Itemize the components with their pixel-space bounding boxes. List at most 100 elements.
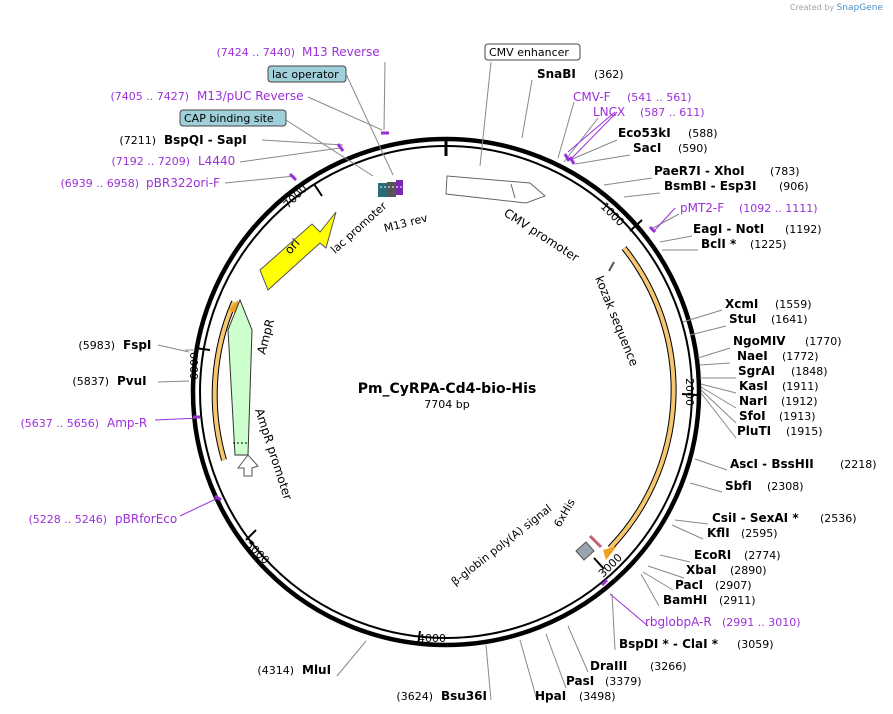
ngomiv-pos: (1770) [805,335,842,348]
bp-ticks [194,183,698,646]
mlui-name: MluI [302,663,331,677]
pbr322ori-name: pBR322ori-F [146,176,220,190]
kfli-pos: (2595) [741,527,778,540]
m13-rev-block [396,180,403,195]
saci-pos: (590) [678,142,708,155]
bspdi-clai-name: BspDI * - ClaI * [619,637,719,651]
saci-name: SacI [633,141,661,155]
cmv-promoter-label: CMV promoter [501,206,581,265]
pbrforeco-name: pBRforEco [115,512,177,526]
mlui-pos: (4314) [257,664,294,677]
tick-6000: 6000 [188,352,201,380]
tick-1000: 1000 [598,200,627,229]
m13-rev-label: M13 rev [383,211,430,235]
ampr-arrow [227,298,253,456]
ecori-name: EcoRI [694,548,731,562]
nari-name: NarI [739,394,768,408]
fspi-pos: (5983) [78,339,115,352]
rbglobpa-r-name: rbglobpA-R [645,615,712,629]
amp-r-name: Amp-R [107,416,147,430]
plasmid-name: Pm_CyRPA-Cd4-bio-His [358,381,537,397]
xcmi-pos: (1559) [775,298,812,311]
asci-bsshii-pos: (2218) [840,458,877,471]
m13-reverse-name: M13 Reverse [302,45,380,59]
kasi-name: KasI [739,379,768,393]
cmv-promoter-arrow [445,175,546,204]
cmv-enhancer-box [484,43,581,61]
left-label-group: (7424 .. 7440) M13 Reverse (7405 .. 7427… [20,45,487,703]
hpai-name: HpaI [535,689,566,703]
sbfi-name: SbfI [725,479,752,493]
cmv-promoter-divider [510,183,516,199]
right-label-group: SnaBI (362) CMV-F (541 .. 561) LNCX (587… [535,67,877,703]
cmv-f-range: (541 .. 561) [627,91,692,104]
l4440-name: L4440 [198,154,235,168]
paer7i-xhoi-name: PaeR7I - XhoI [654,164,745,178]
xcmi-name: XcmI [725,297,758,311]
pmt2-f-range: (1092 .. 1111) [739,202,818,215]
snabi-pos: (362) [594,68,624,81]
m13-reverse-range: (7424 .. 7440) [216,46,295,59]
boxed-label-group: CMV enhancer lac operator CAP binding si… [179,43,581,127]
sfoi-pos: (1913) [779,410,816,423]
kozak-label: kozak sequence [592,274,641,368]
asci-bsshii-name: AscI - BssHII [730,457,814,471]
naei-name: NaeI [737,349,768,363]
snabi-name: SnaBI [537,67,576,81]
paci-name: PacI [675,578,703,592]
xbai-name: XbaI [686,563,716,577]
eco53ki-name: Eco53kI [618,126,671,140]
tick-7000: 7000 [281,182,310,211]
kasi-pos: (1911) [782,380,819,393]
lac-operator-block [378,183,387,197]
brand-name: SnapGene [836,3,883,13]
pasi-name: PasI [566,674,594,688]
cmv-f-name: CMV-F [573,90,611,104]
bsmbi-esp3i-name: BsmBI - Esp3I [664,179,756,193]
sgrai-pos: (1848) [791,365,828,378]
pbr322ori-range: (6939 .. 6958) [60,177,139,190]
fspi-name: FspI [123,338,151,352]
cap-binding-label: CAP binding site [184,112,274,125]
tick-2000: 2000 [683,378,696,406]
bsmbi-esp3i-pos: (906) [779,180,809,193]
eagi-noti-name: EagI - NotI [693,222,764,236]
pvui-name: PvuI [117,374,147,388]
lncx-range: (587 .. 611) [640,106,705,119]
kfli-name: KflI [707,526,730,540]
bspqi-sapi-name: BspQI - SapI [164,133,247,147]
sfoi-name: SfoI [739,409,766,423]
ampr-promoter-arrow [236,454,259,477]
ori-arrow [259,211,337,291]
bsu36i-pos: (3624) [396,690,433,703]
lac-operator-label: lac operator [272,68,339,81]
amp-r-range: (5637 .. 5656) [20,417,99,430]
m13-puc-reverse-name: M13/pUC Reverse [197,89,304,103]
eagi-noti-pos: (1192) [785,223,822,236]
stui-pos: (1641) [771,313,808,326]
lncx-name: LNCX [593,105,625,119]
sgrai-name: SgrAI [738,364,775,378]
lac-promoter-block [387,182,396,197]
pvui-pos: (5837) [72,375,109,388]
csii-sexai-name: CsiI - SexAI * [712,511,799,525]
pasi-pos: (3379) [605,675,642,688]
orf-arc-right-head [603,546,617,560]
paci-pos: (2907) [715,579,752,592]
bcli-name: BclI * [701,237,737,251]
sbfi-pos: (2308) [767,480,804,493]
tick-4000: 4000 [418,632,446,645]
bspdi-clai-pos: (3059) [737,638,774,651]
eco53ki-pos: (588) [688,127,718,140]
ampr-label: AmpR [254,318,277,356]
draiii-name: DraIII [590,659,627,673]
bsu36i-name: Bsu36I [441,689,487,703]
orf-arc-right [608,246,676,550]
pmt2-f-name: pMT2-F [680,201,724,215]
ampr-promoter-label: AmpR promoter [252,407,295,502]
bamhi-name: BamHI [663,593,707,607]
plasmid-length: 7704 bp [424,398,469,411]
draiii-pos: (3266) [650,660,687,673]
bcli-pos: (1225) [750,238,787,251]
